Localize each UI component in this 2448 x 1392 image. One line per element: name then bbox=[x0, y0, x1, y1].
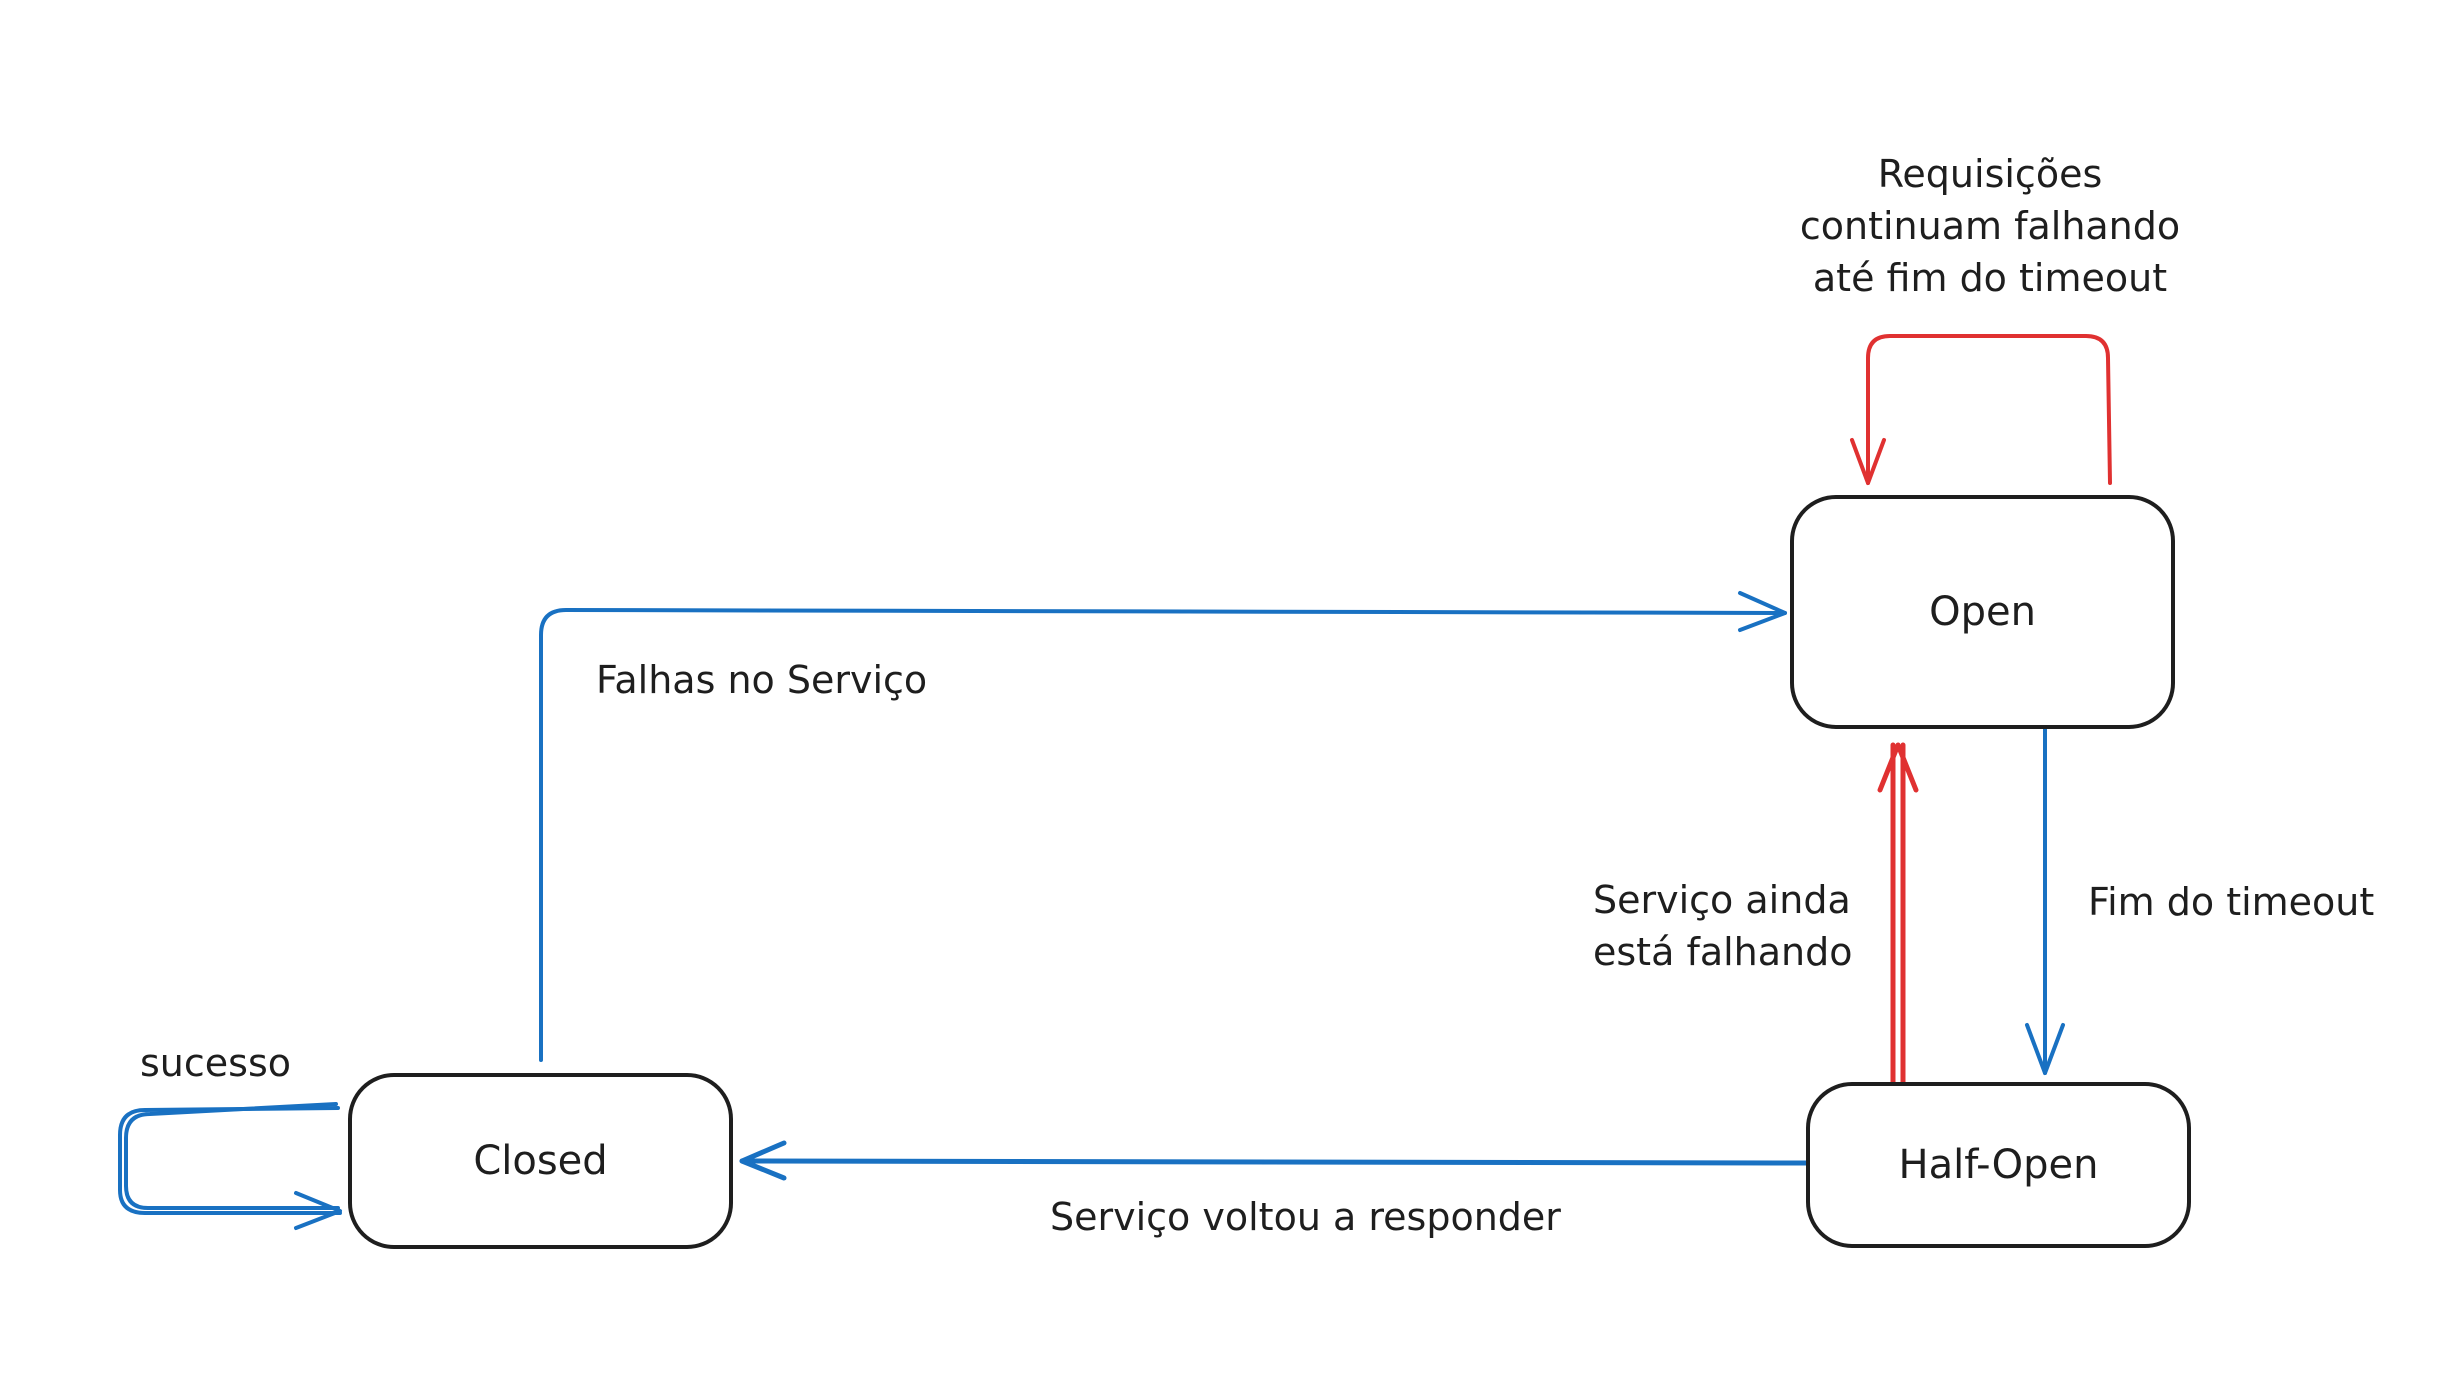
label-open-to-half-open: Fim do timeout bbox=[2088, 880, 2375, 924]
arrow-closed-self-loop bbox=[118, 1102, 342, 1230]
state-half-open-label: Half-Open bbox=[1898, 1142, 2099, 1188]
arrow-half-open-to-open bbox=[1877, 742, 1919, 1086]
state-open-label: Open bbox=[1929, 589, 2036, 635]
label-closed-to-open: Falhas no Serviço bbox=[596, 658, 928, 702]
state-closed[interactable]: Closed bbox=[348, 1073, 733, 1249]
label-closed-self-loop: sucesso bbox=[140, 1041, 291, 1085]
arrow-open-self-loop bbox=[1850, 334, 2112, 485]
arrow-closed-to-open bbox=[539, 591, 1787, 1062]
state-closed-label: Closed bbox=[473, 1138, 608, 1184]
arrow-half-open-to-closed bbox=[739, 1140, 1811, 1181]
label-half-open-to-closed: Serviço voltou a responder bbox=[1050, 1195, 1561, 1239]
label-half-open-to-open: Serviço ainda está falhando bbox=[1593, 878, 1853, 974]
label-open-self-loop: Requisições continuam falhando até fim d… bbox=[1799, 152, 2181, 300]
state-half-open[interactable]: Half-Open bbox=[1806, 1082, 2191, 1248]
state-open[interactable]: Open bbox=[1790, 495, 2175, 729]
arrow-open-to-half-open bbox=[2025, 726, 2065, 1075]
